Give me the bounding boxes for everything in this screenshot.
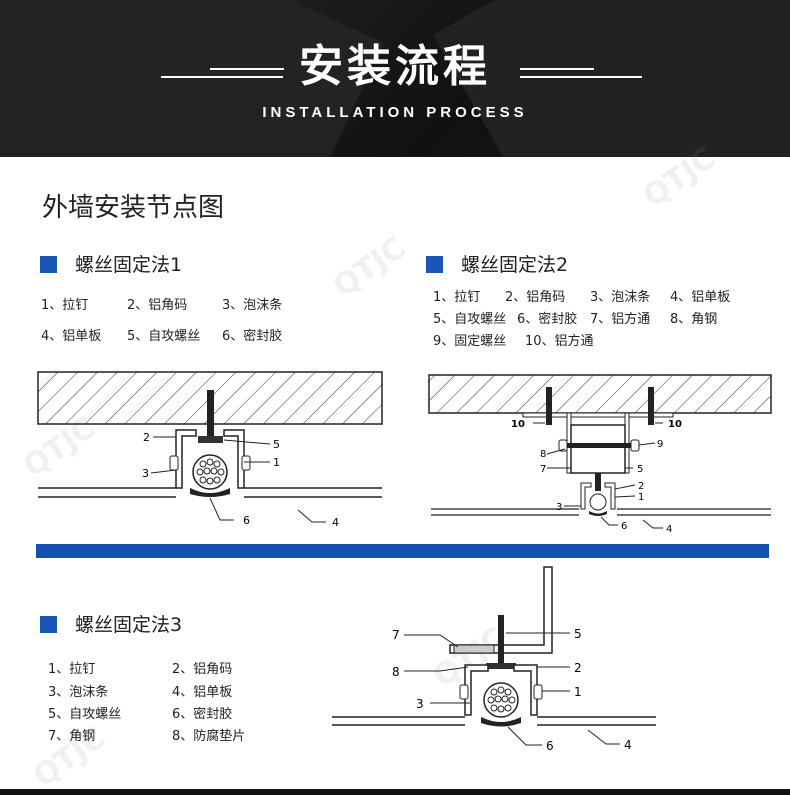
- page-title: 安装流程: [299, 41, 491, 92]
- legend-item: 3、泡沫条: [48, 685, 109, 700]
- callout-label: 3: [142, 467, 149, 480]
- method2-title-text: 螺丝固定法2: [461, 254, 569, 276]
- legend-item: 5、自攻螺丝: [433, 312, 507, 327]
- section-title: 外墙安装节点图: [42, 193, 225, 223]
- bottom-border: [0, 789, 790, 795]
- header-line-left: [161, 76, 283, 78]
- callout-label: 4: [666, 524, 672, 535]
- method3-diagram: 7 8 3 5 2 1 6 4: [332, 566, 656, 753]
- callout-label: 8: [540, 449, 546, 460]
- callout-label: 7: [392, 628, 400, 642]
- callout-label: 6: [243, 514, 250, 527]
- angle-steel: [449, 566, 553, 654]
- legend-item: 6、密封胶: [222, 329, 283, 344]
- callout-label: 7: [540, 464, 546, 475]
- page-subtitle: INSTALLATION PROCESS: [262, 104, 528, 121]
- callout-label: 10: [668, 419, 682, 430]
- legend-item: 8、角钢: [670, 312, 718, 327]
- sealant: [190, 488, 230, 497]
- legend-item: 4、铝单板: [670, 290, 731, 305]
- legend-item: 1、拉钉: [48, 662, 96, 677]
- legend-item: 7、铝方通: [590, 312, 651, 327]
- callout-label: 5: [574, 627, 582, 641]
- legend-item: 5、自攻螺丝: [48, 707, 122, 722]
- legend-item: 10、铝方通: [525, 334, 594, 349]
- blue-square-icon: [40, 616, 57, 633]
- callout-label: 6: [621, 521, 627, 532]
- callout-label: 10: [511, 419, 525, 430]
- callout-label: 5: [637, 464, 643, 475]
- header-banner: 安装流程 INSTALLATION PROCESS: [0, 0, 790, 157]
- legend-item: 2、铝角码: [127, 298, 188, 313]
- foam-strip: [589, 493, 607, 511]
- callout-label: 9: [657, 439, 663, 450]
- legend-item: 6、密封胶: [172, 707, 233, 722]
- header-line-left-short: [210, 68, 284, 70]
- concrete-wall: [428, 374, 772, 414]
- legend-item: 8、防腐垫片: [172, 729, 246, 744]
- section-divider-bar: [36, 544, 769, 558]
- aluminum-tube: [570, 424, 626, 474]
- legend-item: 4、铝单板: [172, 685, 233, 700]
- blue-square-icon: [426, 256, 443, 273]
- callout-label: 6: [546, 739, 554, 753]
- legend-item: 3、泡沫条: [590, 290, 651, 305]
- method1-title: 螺丝固定法1: [40, 250, 182, 277]
- callout-label: 2: [574, 661, 582, 675]
- callout-label: 5: [273, 438, 280, 451]
- sealant: [481, 717, 521, 727]
- legend-item: 2、铝角码: [505, 290, 566, 305]
- screw: [498, 615, 504, 665]
- legend-item: 6、密封胶: [517, 312, 578, 327]
- blue-square-icon: [40, 256, 57, 273]
- callout-label: 3: [416, 697, 424, 711]
- header-line-right: [520, 76, 642, 78]
- callout-label: 1: [638, 492, 644, 503]
- callout-label: 3: [556, 502, 562, 513]
- legend-item: 1、拉钉: [41, 298, 89, 313]
- method1-diagram: 2 3 5 1 6 4: [37, 371, 383, 529]
- callout-label: 1: [273, 456, 280, 469]
- legend-item: 9、固定螺丝: [433, 334, 507, 349]
- screw: [207, 390, 214, 438]
- callout-label: 1: [574, 685, 582, 699]
- method3-title: 螺丝固定法3: [40, 610, 182, 637]
- legend-item: 2、铝角码: [172, 662, 233, 677]
- callout-label: 2: [638, 481, 644, 492]
- legend-item: 4、铝单板: [41, 329, 102, 344]
- callout-label: 2: [143, 431, 150, 444]
- legend-item: 5、自攻螺丝: [127, 329, 201, 344]
- callout-label: 4: [624, 738, 632, 752]
- legend-item: 1、拉钉: [433, 290, 481, 305]
- method2-diagram: 10 10 8 7 9 5 2 1 3 6 4: [428, 374, 772, 535]
- callout-label: 8: [392, 665, 400, 679]
- method1-title-text: 螺丝固定法1: [75, 254, 183, 276]
- watermark: QTJC: [327, 230, 413, 305]
- method2-title: 螺丝固定法2: [426, 250, 568, 277]
- method3-title-text: 螺丝固定法3: [75, 614, 183, 636]
- callout-label: 4: [332, 516, 339, 529]
- header-line-right-short: [520, 68, 594, 70]
- legend-item: 3、泡沫条: [222, 298, 283, 313]
- legend-item: 7、角钢: [48, 729, 96, 744]
